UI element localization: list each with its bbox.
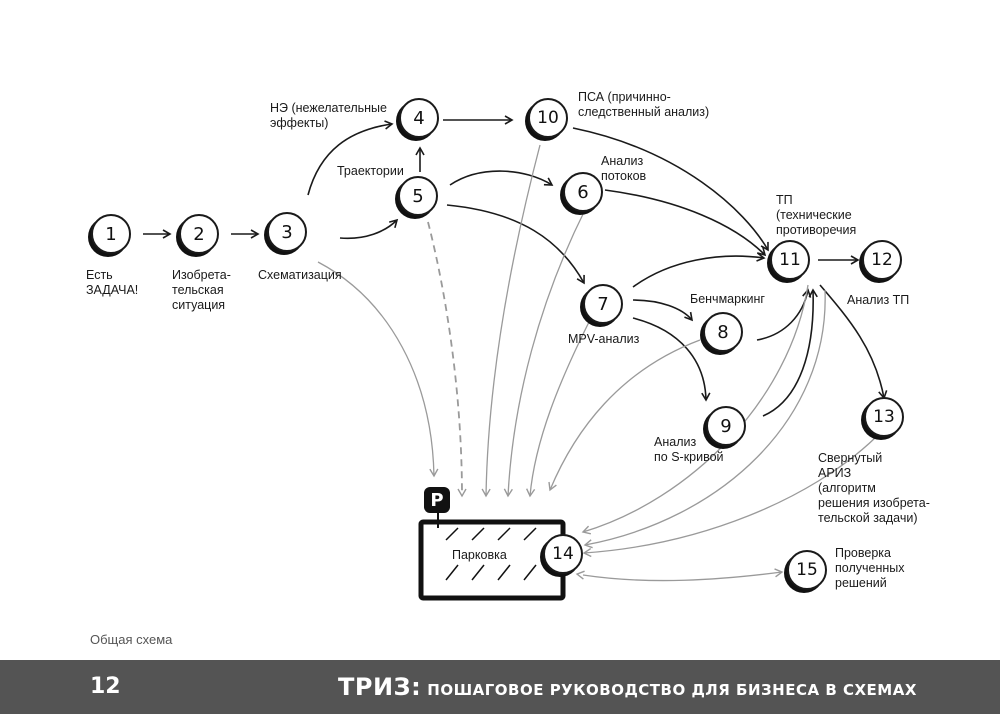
node-3[interactable]: 3: [267, 212, 307, 252]
node-8[interactable]: 8: [703, 312, 743, 352]
figure-caption: Общая схема: [90, 632, 173, 647]
node-4[interactable]: 4: [399, 98, 439, 138]
node-15[interactable]: 15: [787, 550, 827, 590]
node-9[interactable]: 9: [706, 406, 746, 446]
gray-arrow-8-parking: [548, 339, 701, 492]
parking-sign-icon: P: [424, 487, 450, 513]
node-5[interactable]: 5: [398, 176, 438, 216]
node-6[interactable]: 6: [563, 172, 603, 212]
arrow-9-11: [762, 288, 818, 417]
node-7[interactable]: 7: [583, 284, 623, 324]
arrow-3-4: [307, 120, 394, 196]
arrow-5-6: [449, 170, 554, 186]
gray-arrow-13-parking: [582, 437, 876, 558]
label-2: Изобрета- тельская ситуация: [172, 268, 231, 312]
gray-arrow-14-15: [575, 568, 784, 582]
node-14[interactable]: 14: [543, 534, 583, 574]
page-footer: 12 ТРИЗ: пошаговое руководство для бизне…: [0, 660, 1000, 714]
arrow-6-11: [604, 189, 767, 257]
arrow-5-7: [446, 204, 585, 285]
label-5: Траектории: [337, 164, 404, 178]
label-15: Проверка полученных решений: [835, 546, 905, 590]
book-title: ТРИЗ: пошаговое руководство для бизнеса …: [338, 673, 917, 701]
label-7: MPV-анализ: [568, 332, 640, 346]
label-11: ТП (технические противоречия: [776, 193, 857, 237]
label-12: Анализ ТП: [847, 293, 910, 307]
gray-arrow-5-parking: [427, 221, 467, 498]
arrow-7-8: [632, 299, 694, 322]
node-12[interactable]: 12: [862, 240, 902, 280]
label-13: Свернутый АРИЗ (алгоритм решения изобрет…: [818, 451, 930, 525]
arrow-7-11: [632, 252, 766, 288]
arrow-11-13: [819, 284, 888, 400]
gray-arrow-11-parking-b: [583, 289, 826, 549]
node-13[interactable]: 13: [864, 397, 904, 437]
gray-arrow-10-parking: [481, 144, 541, 498]
label-8: Бенчмаркинг: [690, 292, 765, 306]
label-4: НЭ (нежелательные эффекты): [270, 101, 387, 130]
parking-label: Парковка: [452, 548, 507, 562]
label-6: Анализ потоков: [601, 154, 647, 183]
arrow-7-9: [632, 317, 711, 402]
arrow-10-11: [572, 127, 769, 252]
label-9: Анализ по S-кривой: [654, 435, 724, 464]
label-10: ПСА (причинно- следственный анализ): [578, 90, 710, 119]
gray-arrow-11-parking-a: [581, 284, 809, 535]
gray-arrow-6-parking: [503, 209, 586, 498]
node-2[interactable]: 2: [179, 214, 219, 254]
node-10[interactable]: 10: [528, 98, 568, 138]
book-title-rest: пошаговое руководство для бизнеса в схем…: [427, 681, 917, 699]
gray-arrow-3-parking: [317, 261, 439, 478]
book-title-main: ТРИЗ:: [338, 673, 422, 701]
node-1[interactable]: 1: [91, 214, 131, 254]
gray-arrow-7-parking: [526, 319, 591, 498]
label-3: Схематизация: [258, 268, 342, 282]
page-number: 12: [90, 674, 121, 699]
arrow-3-5: [339, 218, 399, 240]
node-11[interactable]: 11: [770, 240, 810, 280]
label-1: Есть ЗАДАЧА!: [86, 268, 139, 297]
